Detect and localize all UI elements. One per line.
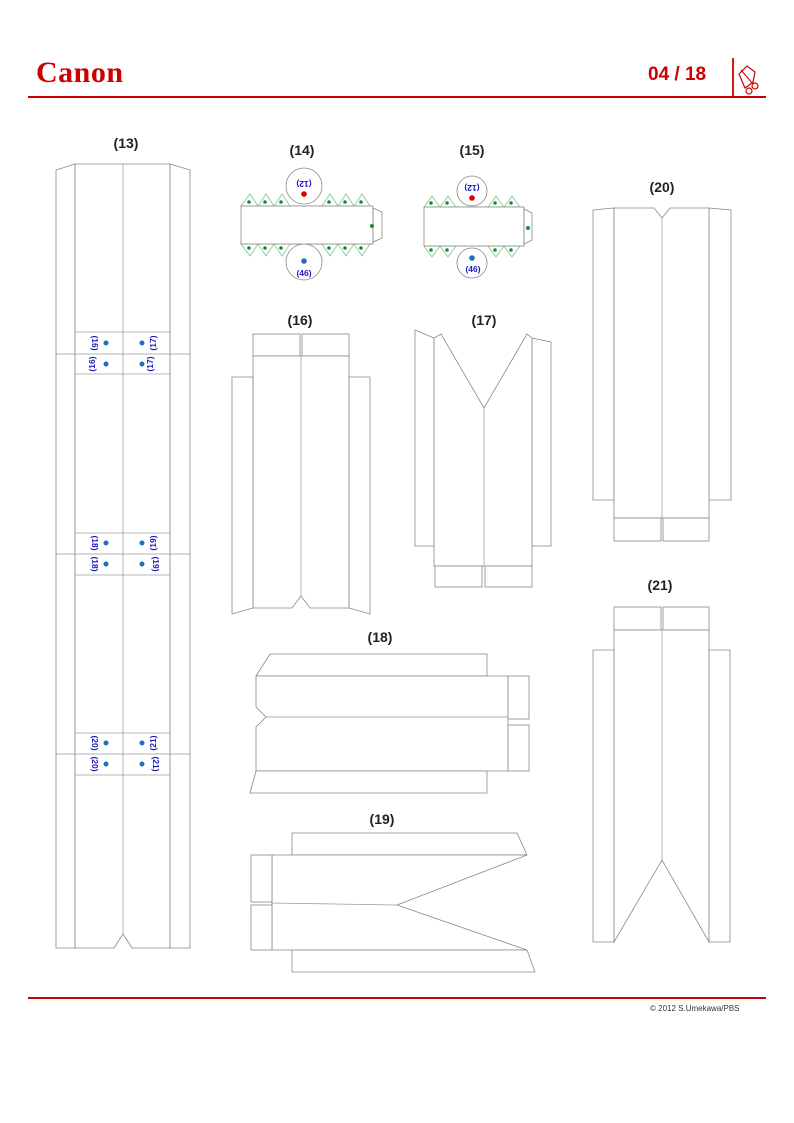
part-13: (13) (16) (16) (17) (17) (18) (18) (19) …: [55, 135, 191, 949]
mark-20b: (20): [90, 756, 100, 771]
part-13-right-flap: [169, 163, 191, 949]
part-19-label: (19): [370, 811, 395, 827]
mark-21b: (21): [151, 756, 161, 771]
mark-21a: (21): [148, 735, 158, 750]
part-14: (14) (12) (46): [240, 142, 383, 281]
footer-rule: [28, 997, 766, 999]
mark-46-on-15: (46): [465, 264, 480, 274]
mark-12-on-15: (12): [464, 183, 479, 193]
mark-18b: (18): [90, 556, 100, 571]
part-16: (16): [231, 312, 371, 615]
mark-18a: (18): [90, 535, 100, 550]
header-rule: [28, 96, 766, 98]
part-20-label: (20): [650, 179, 675, 195]
part-13-label: (13): [114, 135, 139, 151]
part-21-label: (21): [648, 577, 673, 593]
part-19: (19): [250, 811, 536, 973]
mark-17a: (17): [148, 335, 158, 350]
part-21: (21): [592, 577, 731, 944]
part-14-label: (14): [290, 142, 315, 158]
part-18: (18): [249, 629, 530, 794]
part-17-label: (17): [472, 312, 497, 328]
mark-20a: (20): [90, 735, 100, 750]
copyright-text: © 2012 S.Umekawa/PBS: [650, 1004, 740, 1013]
mark-16b: (16): [87, 356, 97, 371]
part-17: (17): [414, 312, 552, 588]
part-15: (15) (12) (46): [423, 142, 533, 279]
part-13-left-flap: [55, 163, 76, 949]
canon-logo: Canon: [36, 56, 124, 89]
part-18-label: (18): [368, 629, 393, 645]
part-20: (20): [592, 179, 732, 542]
part-15-label: (15): [460, 142, 485, 158]
mark-16a: (16): [90, 335, 100, 350]
page-indicator: 04 / 18: [648, 64, 707, 85]
mark-19a: (19): [148, 535, 158, 550]
mark-12-on-14: (12): [296, 179, 311, 189]
part-16-label: (16): [288, 312, 313, 328]
mark-46-on-14: (46): [296, 268, 311, 278]
mark-17b: (17): [145, 356, 155, 371]
mark-19b: (19): [151, 556, 161, 571]
scissors-cut-icon: [732, 58, 759, 96]
